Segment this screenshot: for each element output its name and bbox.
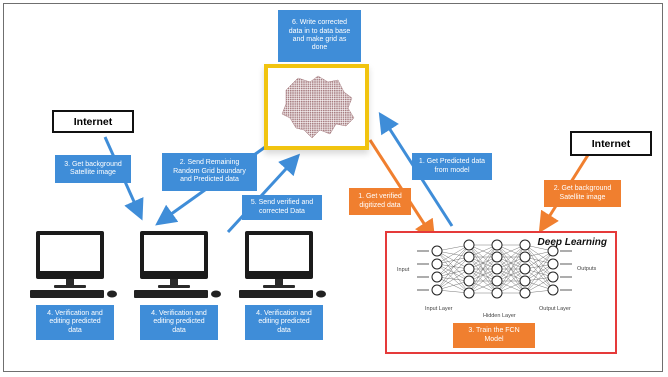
nn-edge	[524, 250, 554, 294]
nn-edge	[436, 244, 470, 291]
nn-edge	[524, 250, 554, 270]
nn-edge	[436, 250, 470, 270]
neural-network-icon	[417, 239, 572, 299]
map-icon	[281, 75, 355, 139]
nn-node	[491, 287, 503, 299]
internet-box-left: Internet	[52, 110, 134, 133]
nn-node	[519, 275, 531, 287]
nn-node	[463, 263, 475, 275]
nn-edge	[496, 268, 526, 294]
nn-node	[491, 251, 503, 263]
nn-edge	[436, 256, 470, 291]
nn-node	[547, 284, 559, 296]
nn-node	[519, 251, 531, 263]
nn-edge	[468, 244, 498, 294]
nn-edge	[524, 256, 554, 291]
step4-verify-box-3: 4. Verification and editing predicted da…	[245, 305, 323, 340]
nn-edge	[436, 268, 470, 291]
nn-edge	[436, 250, 470, 294]
step1-verified-data-box: 1. Get verified digitized data	[349, 188, 411, 215]
nn-node	[463, 251, 475, 263]
grid-map-panel	[264, 64, 369, 150]
nn-edge	[436, 263, 470, 294]
nn-input-label: Input	[397, 267, 410, 273]
nn-edge	[524, 263, 554, 294]
nn-output-layer-label: Output Layer	[539, 306, 571, 312]
deep-learning-panel: Deep Learning Input Outputs Input Layer …	[385, 231, 617, 354]
nn-node	[491, 239, 503, 251]
nn-node	[519, 287, 531, 299]
nn-node	[463, 275, 475, 287]
computer-icon	[239, 231, 326, 298]
nn-edge	[468, 244, 498, 270]
step4-verify-box-1: 4. Verification and editing predicted da…	[36, 305, 114, 340]
nn-node	[431, 284, 443, 296]
nn-node	[463, 287, 475, 299]
nn-edge	[436, 244, 470, 278]
nn-edge	[468, 244, 498, 282]
nn-node	[431, 245, 443, 257]
nn-node	[431, 271, 443, 283]
step2-satellite-box: 2. Get background Satellite image	[544, 180, 621, 207]
nn-edge	[468, 268, 498, 294]
nn-edge	[524, 244, 554, 278]
step1-get-predicted-box: 1. Get Predicted data from model	[412, 153, 492, 180]
nn-input-layer-label: Input Layer	[425, 306, 453, 312]
step3-train-fcn-box: 3. Train the FCN Model	[453, 323, 535, 348]
nn-edge	[496, 244, 526, 282]
nn-edge	[436, 263, 470, 282]
nn-edge	[524, 256, 554, 278]
nn-edge	[436, 276, 470, 294]
nn-hidden-layer-label: Hidden Layer	[483, 313, 516, 319]
nn-edge	[468, 256, 498, 294]
nn-node	[491, 263, 503, 275]
nn-outputs-label: Outputs	[577, 266, 597, 272]
nn-node	[519, 239, 531, 251]
nn-edge	[436, 244, 470, 265]
nn-edge	[436, 256, 470, 278]
deep-learning-title: Deep Learning	[537, 237, 607, 248]
computer-icon	[30, 231, 117, 298]
nn-node	[463, 239, 475, 251]
nn-node	[547, 245, 559, 257]
nn-node	[547, 258, 559, 270]
step2-send-grid-box: 2. Send Remaining Random Grid boundary a…	[162, 153, 257, 191]
nn-edge	[496, 244, 526, 294]
nn-edge	[496, 256, 526, 294]
nn-edge	[524, 250, 554, 282]
nn-edge	[524, 244, 554, 291]
step5-send-verified-box: 5. Send verified and corrected Data	[242, 195, 322, 220]
nn-node	[519, 263, 531, 275]
nn-node	[547, 271, 559, 283]
nn-edge	[436, 280, 470, 291]
nn-node	[431, 258, 443, 270]
outer-frame	[3, 3, 663, 372]
step3-satellite-box: 3. Get background Satellite image	[55, 155, 131, 183]
nn-edge	[524, 268, 554, 291]
internet-box-right: Internet	[570, 131, 652, 156]
nn-edge	[524, 244, 554, 265]
nn-node	[491, 275, 503, 287]
step6-write-database-box: 6. Write corrected data in to data base …	[278, 10, 361, 62]
computer-icon	[134, 231, 221, 298]
nn-edge	[496, 244, 526, 270]
step4-verify-box-2: 4. Verification and editing predicted da…	[140, 305, 218, 340]
nn-edge	[436, 250, 470, 282]
